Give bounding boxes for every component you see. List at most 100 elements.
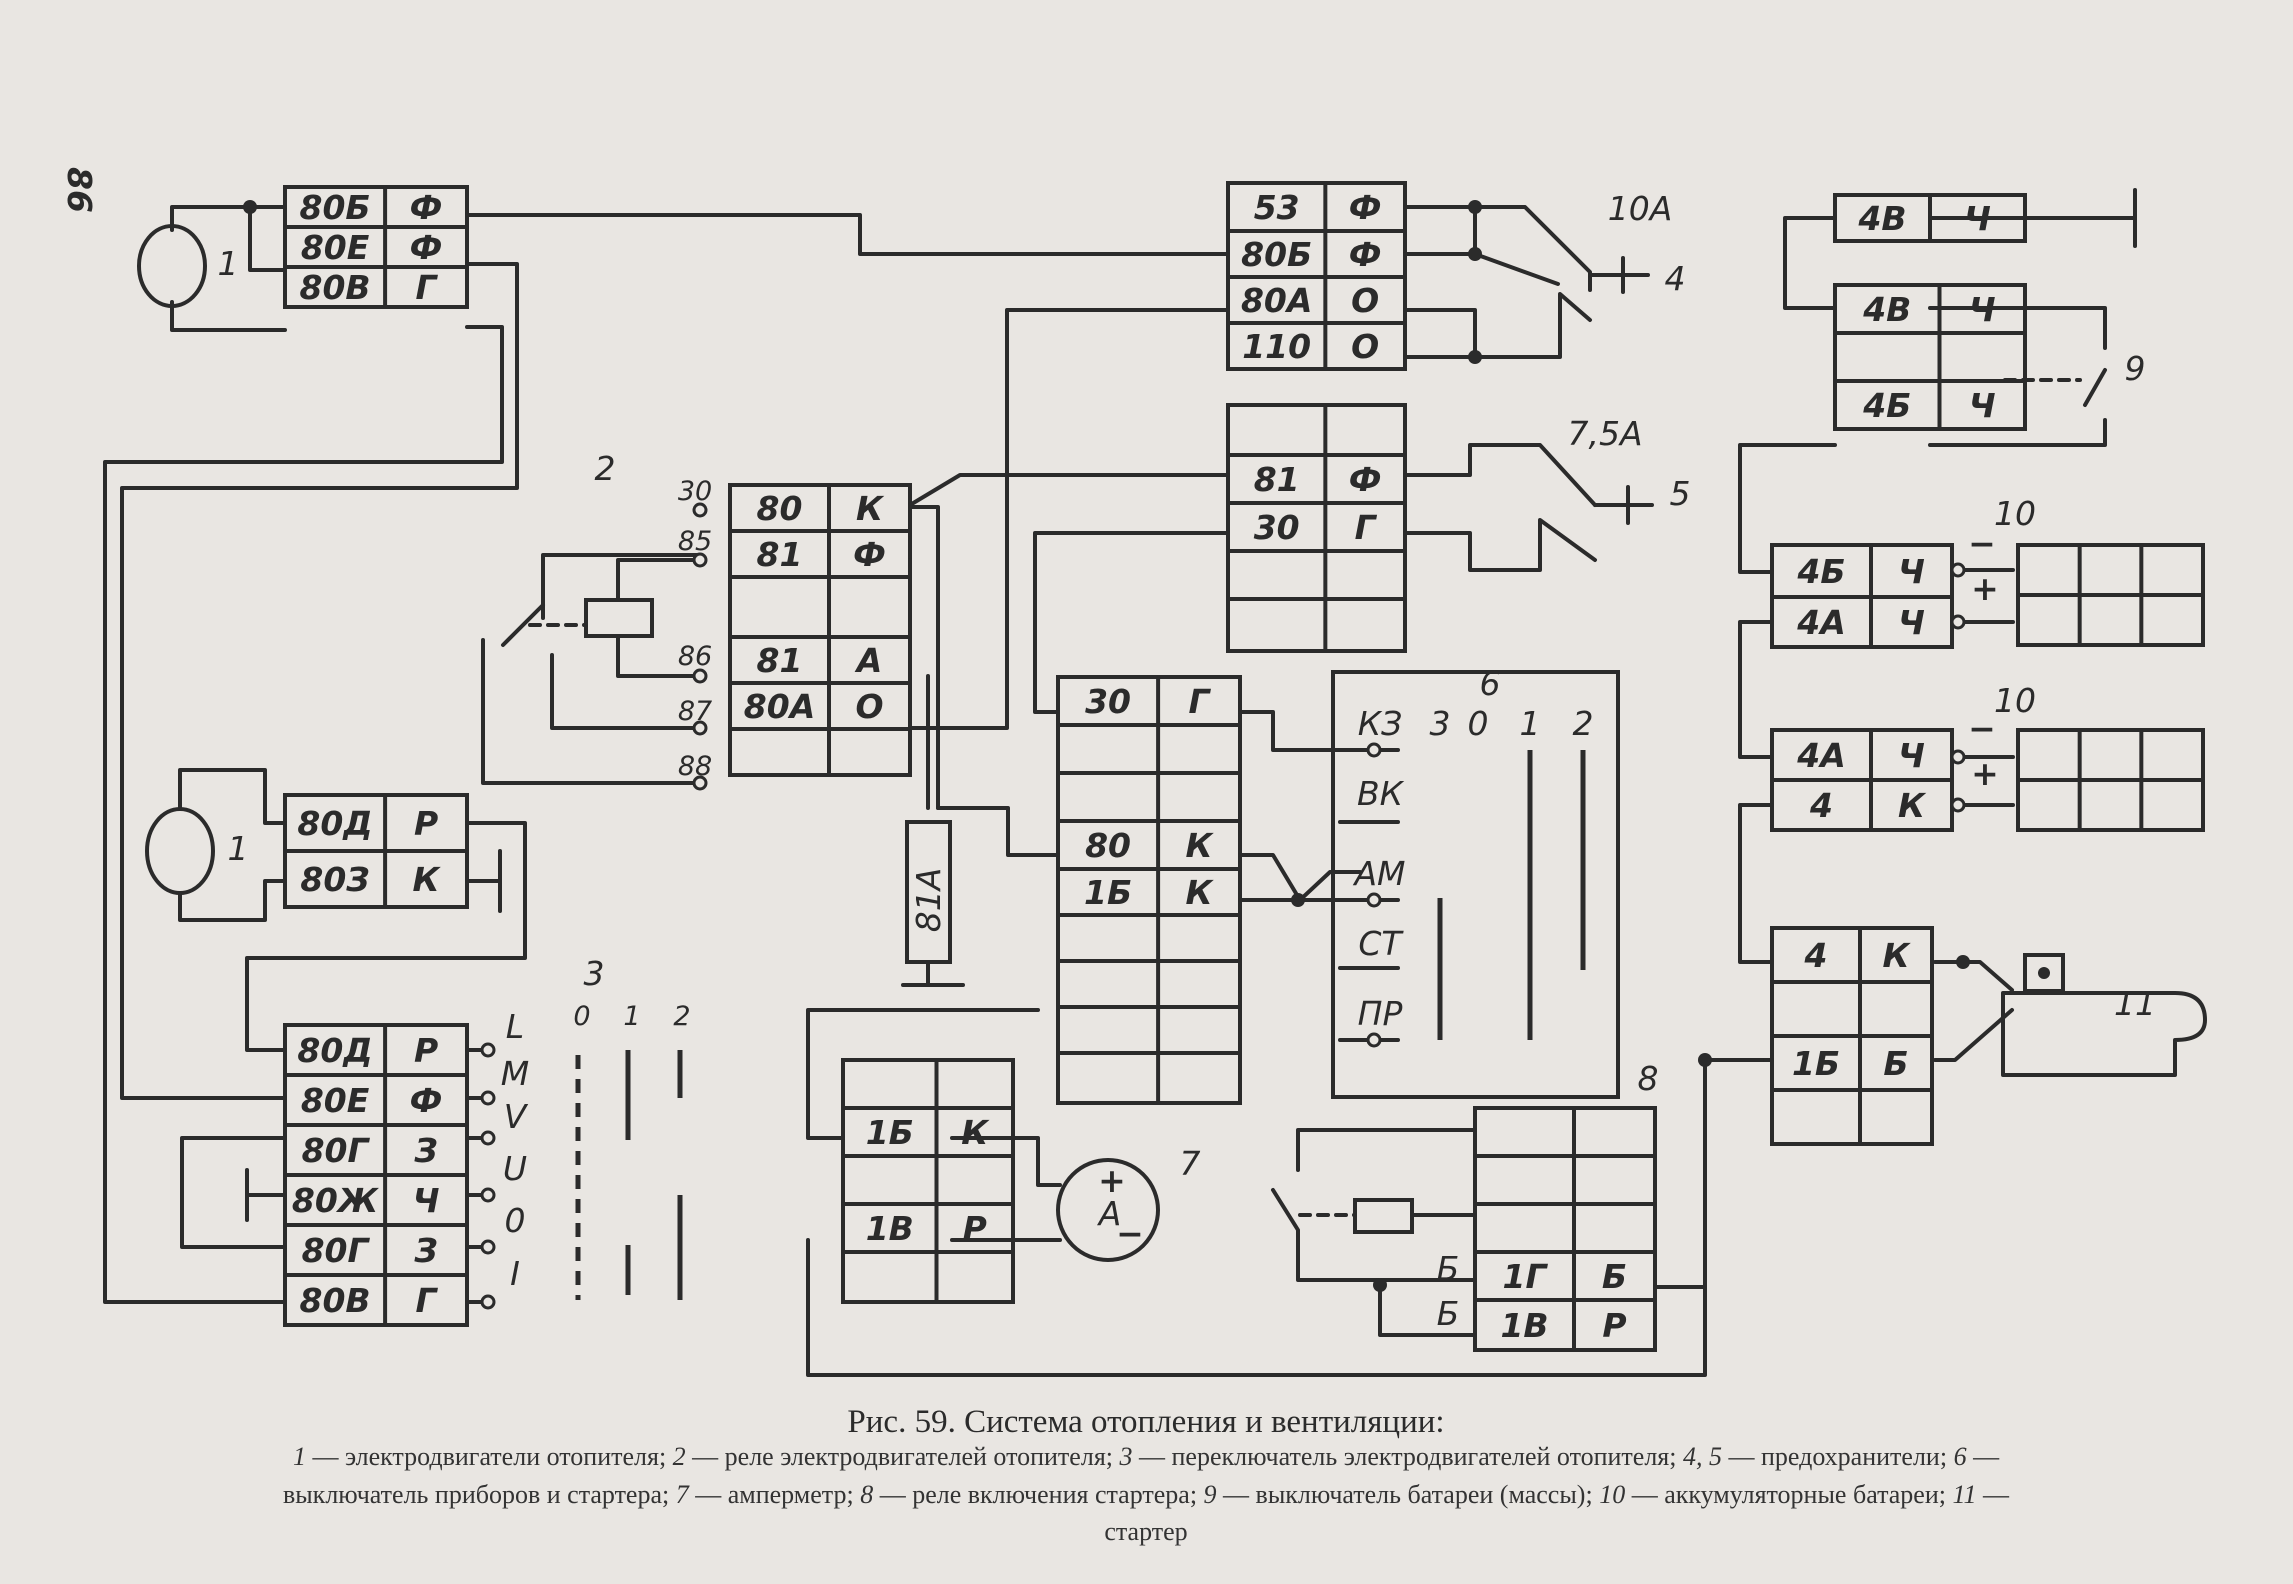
switch3-term-3: U	[503, 1149, 527, 1188]
junction-dot	[1468, 350, 1482, 364]
terminal-b14-2-1: Б	[1883, 1044, 1908, 1083]
caption-segment: 2	[673, 1442, 686, 1471]
terminal-b4-4-0: 80А	[744, 687, 815, 726]
caption-segment: 8	[860, 1480, 873, 1509]
terminal-contact	[1950, 749, 1966, 765]
component-symbols	[137, 224, 2205, 1262]
relay-pin-30: 30	[678, 476, 712, 507]
wire-4b-to-blocks	[1738, 443, 1837, 574]
terminal-b3-5-0: 80В	[300, 1281, 371, 1320]
page-number: 86	[60, 167, 99, 213]
ignition-switch-icon	[1331, 670, 1620, 1099]
terminal-b12-1-1: Ч	[1898, 603, 1925, 642]
terminal-b5-0-0: 53	[1254, 188, 1300, 227]
relay8-to-starter	[1653, 1058, 1707, 1289]
terminal-b14-2-0: 1Б	[1792, 1044, 1840, 1083]
starter-body	[2001, 991, 2207, 1077]
switch3-pos-0: 0	[573, 1001, 590, 1032]
wire-4a-to-blocks	[1738, 620, 1774, 759]
relay-coil-icon	[584, 598, 654, 638]
start-relay-b2: Б	[1437, 1294, 1460, 1333]
label-starter: 11	[2114, 984, 2156, 1023]
caption-segment: 4, 5	[1683, 1442, 1722, 1471]
terminal-b3-0-1: Р	[414, 1031, 438, 1070]
relay-85-coil	[616, 558, 702, 602]
wire-motor1-mid	[248, 205, 287, 272]
label-motor-mid: 1	[228, 829, 249, 868]
wire-80b-to-53	[465, 213, 1230, 256]
caption-segment: — реле включения стартера;	[873, 1480, 1203, 1509]
terminal-b5-3-0: 110	[1242, 327, 1311, 366]
terminal-b7-0-1: Г	[1189, 682, 1212, 721]
relay-pin-87: 87	[678, 696, 712, 727]
terminal-b3-4-1: З	[413, 1231, 437, 1270]
ammeter-minus: −	[1116, 1214, 1144, 1253]
battery-top-body	[2016, 543, 2205, 647]
terminal-b3-3-0: 80Ж	[292, 1181, 380, 1220]
relay-87-wire	[550, 653, 702, 730]
terminal-b1-2-1: Г	[416, 268, 439, 307]
label-switch3: 3	[584, 954, 605, 993]
label-start-relay: 8	[1638, 1059, 1659, 1098]
ignition-pos-2: 1	[1520, 704, 1541, 743]
relay-contact-lever	[501, 603, 545, 647]
caption-segment: — переключатель электродвигателей отопит…	[1133, 1442, 1683, 1471]
terminal-contact	[480, 1187, 496, 1203]
relay-contact-wire	[541, 553, 702, 620]
ignition-term-2: АМ	[1352, 854, 1405, 893]
ignition-term-1: ВК	[1357, 774, 1405, 813]
terminal-b5-2-1: О	[1351, 281, 1379, 320]
battery-top-plus: +	[1971, 569, 1999, 608]
caption-segment: 11	[1952, 1480, 1976, 1509]
terminal-b14-0-0: 4	[1804, 936, 1828, 975]
terminal-contact	[692, 668, 708, 684]
block-b15	[2016, 543, 2205, 647]
label-81a: 81А	[909, 868, 948, 933]
ignition-term-3: СТ	[1358, 924, 1404, 963]
junction-dot	[1291, 893, 1305, 907]
terminal-b1-1-0: 80Е	[301, 228, 370, 267]
relay8-b	[1378, 1283, 1477, 1337]
terminal-contact	[692, 720, 708, 736]
terminal-b6-1-0: 81	[1254, 460, 1300, 499]
terminal-b1-1-1: Ф	[410, 228, 443, 267]
fuse5-contact	[1593, 485, 1654, 525]
relay-pin-86: 86	[678, 641, 712, 672]
terminal-b3-1-0: 80Е	[301, 1081, 370, 1120]
wire-motor1-bot	[170, 300, 287, 332]
terminal-contact	[480, 1042, 496, 1058]
ignition-term-4: ПР	[1358, 994, 1403, 1033]
motor-top-icon	[137, 224, 207, 308]
caption-segment: 3	[1119, 1442, 1133, 1471]
rating-fuse4: 10А	[1608, 189, 1673, 228]
switch3-pos-2: 2	[673, 1001, 690, 1032]
terminal-b4-0-1: К	[856, 489, 885, 528]
terminal-b4-0-0: 80	[757, 489, 803, 528]
start-relay-coil-icon	[1353, 1198, 1414, 1234]
ammeter-plus: +	[1098, 1161, 1126, 1200]
terminal-contact	[1950, 562, 1966, 578]
terminal-b4-3-1: А	[854, 641, 883, 680]
wire-80k-am	[1238, 853, 1362, 902]
battery-bottom-body	[2016, 728, 2205, 832]
label-motor-top: 1	[218, 244, 239, 283]
caption-segment: —	[1977, 1480, 2011, 1509]
caption-segment: — выключатель батареи (массы);	[1217, 1480, 1600, 1509]
caption-segment: — реле электродвигателей отопителя;	[686, 1442, 1120, 1471]
wire-4v-loop	[1783, 216, 1837, 310]
terminal-b8-3-0: 1В	[866, 1209, 914, 1248]
terminal-b12-0-0: 4Б	[1796, 552, 1845, 591]
caption-line-0: 1 — электродвигатели отопителя; 2 — реле…	[293, 1442, 2000, 1471]
figure-title: Рис. 59. Система отопления и вентиляции:	[847, 1404, 1444, 1440]
ignition-term-0: КЗ	[1358, 704, 1403, 743]
label-fuse5: 5	[1670, 474, 1691, 513]
terminal-b7-4-1: К	[1186, 873, 1215, 912]
wire-80a-110	[1403, 308, 1477, 359]
terminal-contact	[692, 502, 708, 518]
terminal-b5-0-1: Ф	[1349, 188, 1382, 227]
